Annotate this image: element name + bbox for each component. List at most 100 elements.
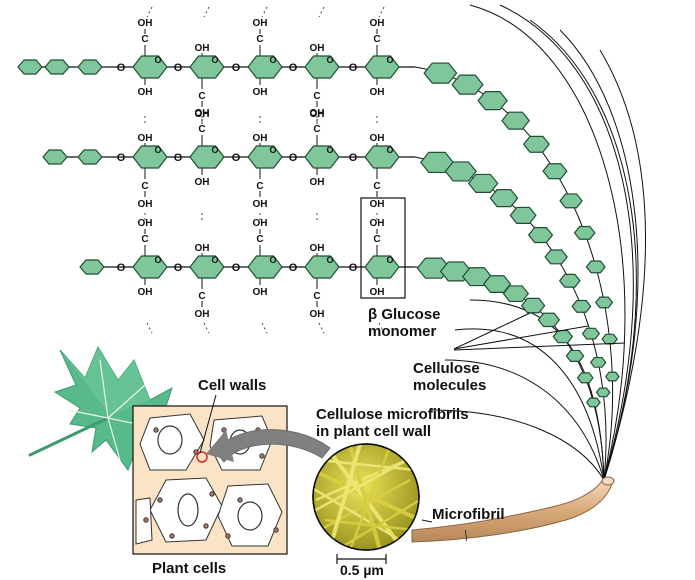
chem-label-oxygen: O: [269, 255, 276, 265]
chem-label-hydroxyl: OH: [195, 309, 210, 320]
chem-label-oxygen: O: [232, 62, 241, 74]
glucose-ring: [594, 296, 614, 309]
cell-wall-highlight-circle: [196, 451, 208, 463]
chem-label-carbon: C: [256, 34, 263, 45]
glucose-ring: [364, 255, 400, 279]
chem-label-hydroxyl: OH: [138, 218, 153, 229]
glucose-ring: [189, 255, 225, 279]
glucose-ring: [565, 349, 585, 362]
cellulose-microfibrils-label: Cellulose microfibrils in plant cell wal…: [316, 406, 469, 440]
chem-label-oxygen: O: [174, 62, 183, 74]
glucose-ring: [132, 55, 168, 79]
chem-label-hydroxyl: OH: [310, 108, 325, 119]
glucose-ring: [482, 275, 512, 293]
beta-glucose-monomer-box: [360, 197, 406, 299]
glucose-ring: [132, 145, 168, 169]
glucose-ring: [527, 227, 554, 244]
chem-label-oxygen: O: [211, 255, 218, 265]
scale-bar: [336, 554, 387, 564]
chem-label-carbon: C: [256, 181, 263, 192]
chem-label-carbon: C: [373, 34, 380, 45]
chem-label-carbon: C: [256, 234, 263, 245]
chem-label-hydroxyl: OH: [195, 43, 210, 54]
glucose-ring: [559, 193, 583, 209]
chem-label-oxygen: O: [154, 55, 161, 65]
label-pointer-lines: [421, 312, 626, 523]
chem-label-carbon: C: [373, 181, 380, 192]
chem-label-oxygen: O: [211, 55, 218, 65]
chem-label-hydroxyl: OH: [310, 43, 325, 54]
chem-label-oxygen: O: [349, 152, 358, 164]
glucose-ring: [247, 145, 283, 169]
chem-label-oxygen: O: [289, 62, 298, 74]
chem-label-hydroxyl: OH: [253, 199, 268, 210]
chem-label-oxygen: O: [269, 145, 276, 155]
glucose-ring: [444, 161, 477, 182]
glucose-ring: [477, 91, 508, 111]
chem-label-oxygen: O: [174, 262, 183, 274]
chem-label-hydroxyl: OH: [253, 133, 268, 144]
glucose-ring: [502, 285, 530, 303]
glucose-ring: [451, 74, 484, 95]
chem-label-hydroxyl: OH: [253, 287, 268, 298]
chem-label-oxygen: O: [269, 55, 276, 65]
chem-label-oxygen: O: [211, 145, 218, 155]
glucose-ring: [558, 273, 581, 288]
plant-cells-panel: [132, 405, 288, 555]
cell-walls-label: Cell walls: [198, 377, 267, 394]
glucose-ring: [595, 387, 611, 398]
chem-label-hydroxyl: OH: [310, 177, 325, 188]
chem-label-hydroxyl: OH: [370, 18, 385, 29]
chem-label-hydroxyl: OH: [138, 18, 153, 29]
chem-label-hydroxyl: OH: [195, 177, 210, 188]
cellulose-strands-fan: [414, 4, 646, 481]
glucose-ring: [585, 397, 601, 408]
chemical-group-labels: OOCOHOHOOCOHOHOOCOHOHOOCOHOHOOCOHOHOOCOH…: [117, 18, 394, 320]
chem-label-hydroxyl: OH: [370, 87, 385, 98]
chem-label-hydroxyl: OH: [310, 309, 325, 320]
cellulose-molecules-label: Cellulose molecules: [413, 360, 487, 394]
glucose-ring: [364, 55, 400, 79]
glucose-rings: [17, 55, 620, 408]
glucose-ring: [501, 111, 531, 130]
chem-label-hydroxyl: OH: [253, 18, 268, 29]
chem-label-hydroxyl: OH: [138, 287, 153, 298]
chem-label-hydroxyl: OH: [370, 287, 385, 298]
chem-label-hydroxyl: OH: [310, 109, 325, 120]
glucose-ring: [304, 55, 340, 79]
glucose-ring: [544, 249, 568, 265]
chem-label-oxygen: O: [232, 152, 241, 164]
chem-label-oxygen: O: [289, 262, 298, 274]
chem-label-carbon: C: [373, 234, 380, 245]
glucose-ring: [304, 255, 340, 279]
chem-label-carbon: C: [313, 291, 320, 302]
glucose-ring: [522, 135, 550, 153]
chem-label-oxygen: O: [154, 255, 161, 265]
microfibril-tube: [411, 476, 615, 543]
chem-label-oxygen: O: [174, 152, 183, 164]
glucose-ring: [537, 312, 561, 328]
scale-bar-label: 0.5 µm: [340, 562, 384, 578]
glucose-ring: [576, 372, 594, 384]
glucose-ring: [132, 255, 168, 279]
chem-label-oxygen: O: [349, 262, 358, 274]
glucose-ring: [44, 59, 70, 75]
glucose-ring: [520, 297, 546, 314]
glucose-ring: [423, 62, 458, 84]
glucose-ring: [467, 173, 499, 194]
chem-label-oxygen: O: [117, 152, 126, 164]
chem-label-oxygen: O: [232, 262, 241, 274]
chem-label-oxygen: O: [326, 255, 333, 265]
chem-label-oxygen: O: [289, 152, 298, 164]
glucose-ring: [489, 189, 519, 208]
chem-label-carbon: C: [198, 91, 205, 102]
glucose-ring: [571, 299, 592, 313]
chem-label-hydroxyl: OH: [253, 218, 268, 229]
chem-label-oxygen: O: [117, 62, 126, 74]
glucose-ring: [601, 333, 618, 345]
chem-label-hydroxyl: OH: [370, 133, 385, 144]
chem-label-hydroxyl: OH: [195, 109, 210, 120]
chem-label-oxygen: O: [326, 55, 333, 65]
glucose-ring: [77, 149, 103, 165]
